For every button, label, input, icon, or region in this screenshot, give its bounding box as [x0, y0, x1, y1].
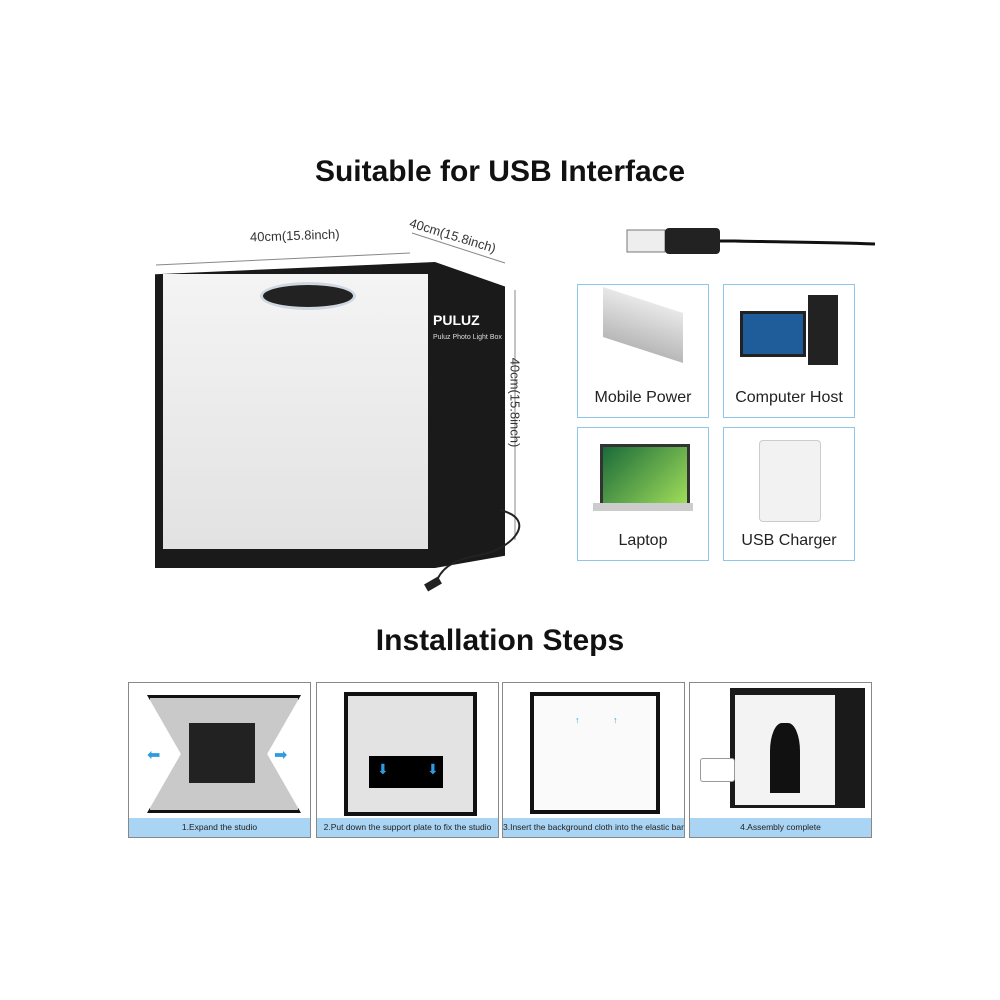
arrow-up-icon: ↑ [575, 715, 580, 725]
arrow-up-icon: ↑ [613, 715, 618, 725]
step-4: 4.Assembly complete [689, 682, 872, 838]
monitor-icon [740, 311, 806, 357]
device-card-usb-charger: USB Charger [723, 427, 855, 561]
dimension-lines [155, 232, 516, 540]
arrow-down-icon: ⬇ [427, 761, 439, 777]
arrow-right-icon: ➡ [274, 747, 288, 764]
step-caption: 4.Assembly complete [690, 818, 871, 837]
step-caption: 3.Insert the background cloth into the e… [503, 818, 684, 837]
device-label: Computer Host [735, 389, 843, 406]
power-bank-icon [603, 287, 683, 363]
pc-tower-icon [808, 295, 838, 365]
light-box: PULUZ Puluz Photo Light Box [155, 262, 505, 568]
height-label: 40cm(15.8inch) [507, 357, 523, 448]
step-image [530, 692, 660, 814]
step-2: ⬇ ⬇ 2.Put down the support plate to fix … [316, 682, 499, 838]
brand-logo: PULUZ [433, 312, 480, 328]
product-name: Puluz Photo Light Box [433, 334, 502, 341]
usb-charger-icon [759, 440, 821, 522]
light-box-interior [163, 274, 428, 549]
step-image [344, 692, 477, 816]
step-3: ↑ ↑ 3.Insert the background cloth into t… [502, 682, 685, 838]
device-label: USB Charger [741, 532, 837, 549]
necklace-stand [770, 723, 800, 793]
device-card-laptop: Laptop [577, 427, 709, 561]
step-image-fabric [189, 723, 255, 783]
step-1: ⬅ ➡ 1.Expand the studio [128, 682, 311, 838]
step-caption: 2.Put down the support plate to fix the … [317, 818, 498, 837]
laptop-base [593, 503, 693, 511]
device-card-mobile-power: Mobile Power [577, 284, 709, 418]
steps-title: Installation Steps [375, 624, 625, 657]
step-caption: 1.Expand the studio [129, 818, 310, 837]
step-image-plate [369, 756, 443, 788]
device-label: Laptop [618, 532, 668, 549]
usb-plug-icon [626, 228, 876, 254]
arrow-left-icon: ⬅ [147, 747, 161, 764]
device-label: Mobile Power [594, 389, 692, 406]
arrow-down-icon: ⬇ [377, 761, 389, 777]
device-card-computer-host: Computer Host [723, 284, 855, 418]
usb-cable-icon [424, 509, 521, 592]
phone-icon [700, 758, 735, 782]
led-ring [260, 282, 356, 310]
width-label: 40cm(15.8inch) [249, 226, 340, 245]
page-title: Suitable for USB Interface [314, 155, 686, 188]
laptop-icon [600, 444, 690, 506]
